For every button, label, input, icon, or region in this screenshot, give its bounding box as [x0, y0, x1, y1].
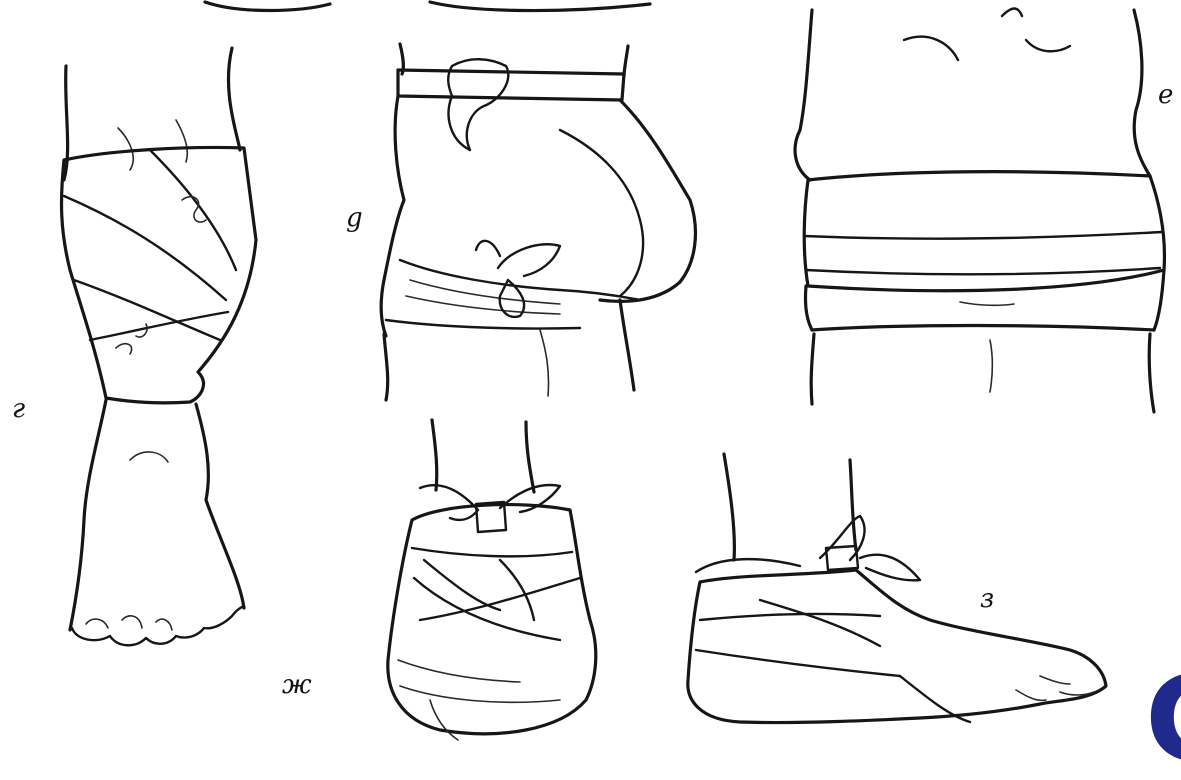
illustration-stage: г g е ж з C [0, 0, 1181, 754]
figure-zh-foot-front-bandage [388, 420, 596, 740]
figure-g-shin-bandage [62, 48, 256, 645]
bandage-illustrations [0, 0, 1181, 754]
top-edge-fragment [205, 2, 650, 11]
label-figure-zh: ж [282, 672, 312, 698]
figure-e-waist-bandage [795, 9, 1164, 413]
label-figure-g: г [12, 396, 25, 422]
label-figure-z: з [980, 586, 994, 612]
figure-d-hip-bandage [381, 44, 695, 400]
label-figure-d: g [346, 205, 363, 231]
label-figure-e: е [1158, 82, 1173, 108]
corner-letter-mark: C [1145, 660, 1181, 780]
figure-z-foot-side-bandage [688, 454, 1106, 723]
